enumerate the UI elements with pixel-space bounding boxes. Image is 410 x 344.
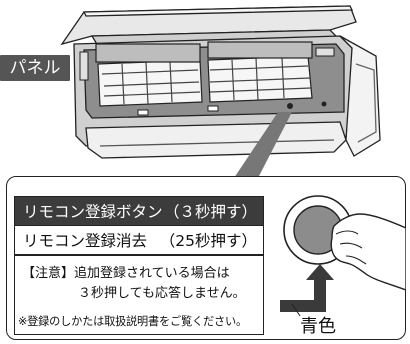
right-filter — [207, 41, 313, 103]
note-box — [14, 255, 264, 335]
register-button-label: リモコン登録ボタン — [23, 203, 163, 221]
button-color-label: 青色 — [300, 316, 336, 337]
hand-icon — [330, 213, 406, 291]
unit-details — [79, 47, 335, 116]
arrow-icon — [280, 264, 334, 312]
erase-row: リモコン登録消去 （25秒押す） — [14, 225, 264, 255]
left-filter — [95, 43, 203, 107]
note-line-3: ※登録のしかたは取扱説明書をご覧ください。 — [18, 315, 247, 328]
button-press-illustration — [280, 195, 406, 317]
erase-seconds: （25秒押す） — [159, 232, 257, 250]
register-button-row: リモコン登録ボタン （３秒押す） — [14, 196, 264, 226]
callout-pointer — [234, 112, 292, 178]
panel-label: パネル — [0, 55, 70, 81]
note-line-2: ３秒押しても応答しません。 — [78, 286, 246, 301]
erase-label: リモコン登録消去 — [23, 232, 148, 250]
register-button-seconds: （３秒押す） — [163, 203, 257, 221]
note-line-1: 【注意】追加登録されている場合は — [22, 266, 230, 281]
